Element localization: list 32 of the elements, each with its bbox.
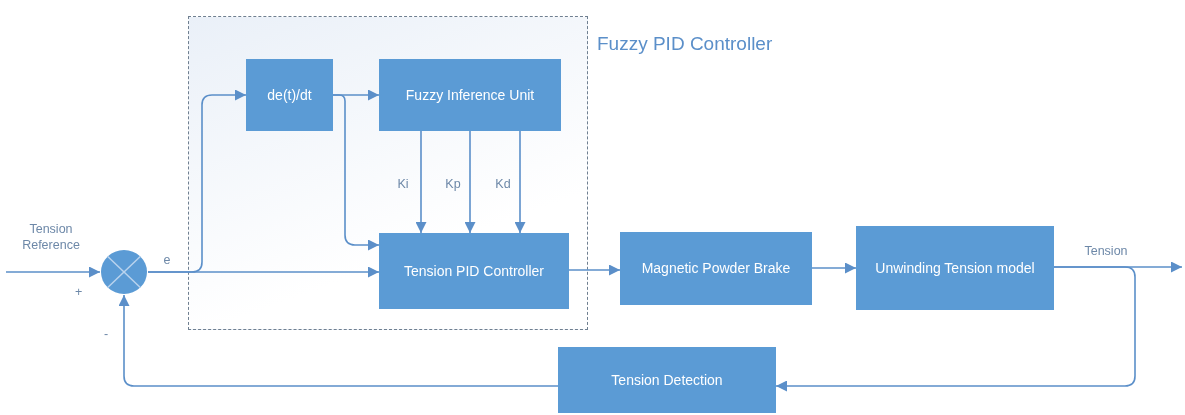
- sign-label: +: [75, 284, 83, 301]
- arrow: [464, 130, 476, 234]
- group-title: Fuzzy PID Controller: [597, 33, 773, 54]
- process-block: [246, 59, 333, 131]
- block-label: de(t)/dt: [267, 85, 312, 105]
- summing-junction: [100, 249, 148, 295]
- arrow: [415, 130, 427, 234]
- process-block: [379, 233, 569, 309]
- arrow: [568, 264, 621, 276]
- sign-label: -: [104, 326, 109, 343]
- edge-label: Kp: [444, 176, 462, 193]
- arrow: [514, 130, 526, 234]
- block-label: Unwinding Tension model: [875, 258, 1035, 278]
- process-block: [856, 226, 1054, 310]
- arrow: [118, 294, 559, 387]
- block-label: Magnetic Powder Brake: [641, 259, 791, 278]
- arrow: [775, 266, 1136, 392]
- edge-label: Tension: [1083, 243, 1129, 260]
- edge-label: Tension Reference: [21, 221, 81, 254]
- arrow: [811, 262, 857, 274]
- edge-label: e: [162, 252, 172, 269]
- arrow: [5, 266, 101, 278]
- block-label: Tension PID Controller: [403, 261, 545, 281]
- arrow: [147, 89, 247, 273]
- edge-label: Ki: [396, 176, 410, 193]
- process-block: [620, 232, 812, 305]
- block-label: Tension Detection: [611, 370, 723, 390]
- block-label: Fuzzy Inference Unit: [405, 85, 535, 105]
- edge-label: Kd: [494, 176, 512, 193]
- arrow: [332, 94, 380, 251]
- process-block: [379, 59, 561, 131]
- process-block: [558, 347, 776, 413]
